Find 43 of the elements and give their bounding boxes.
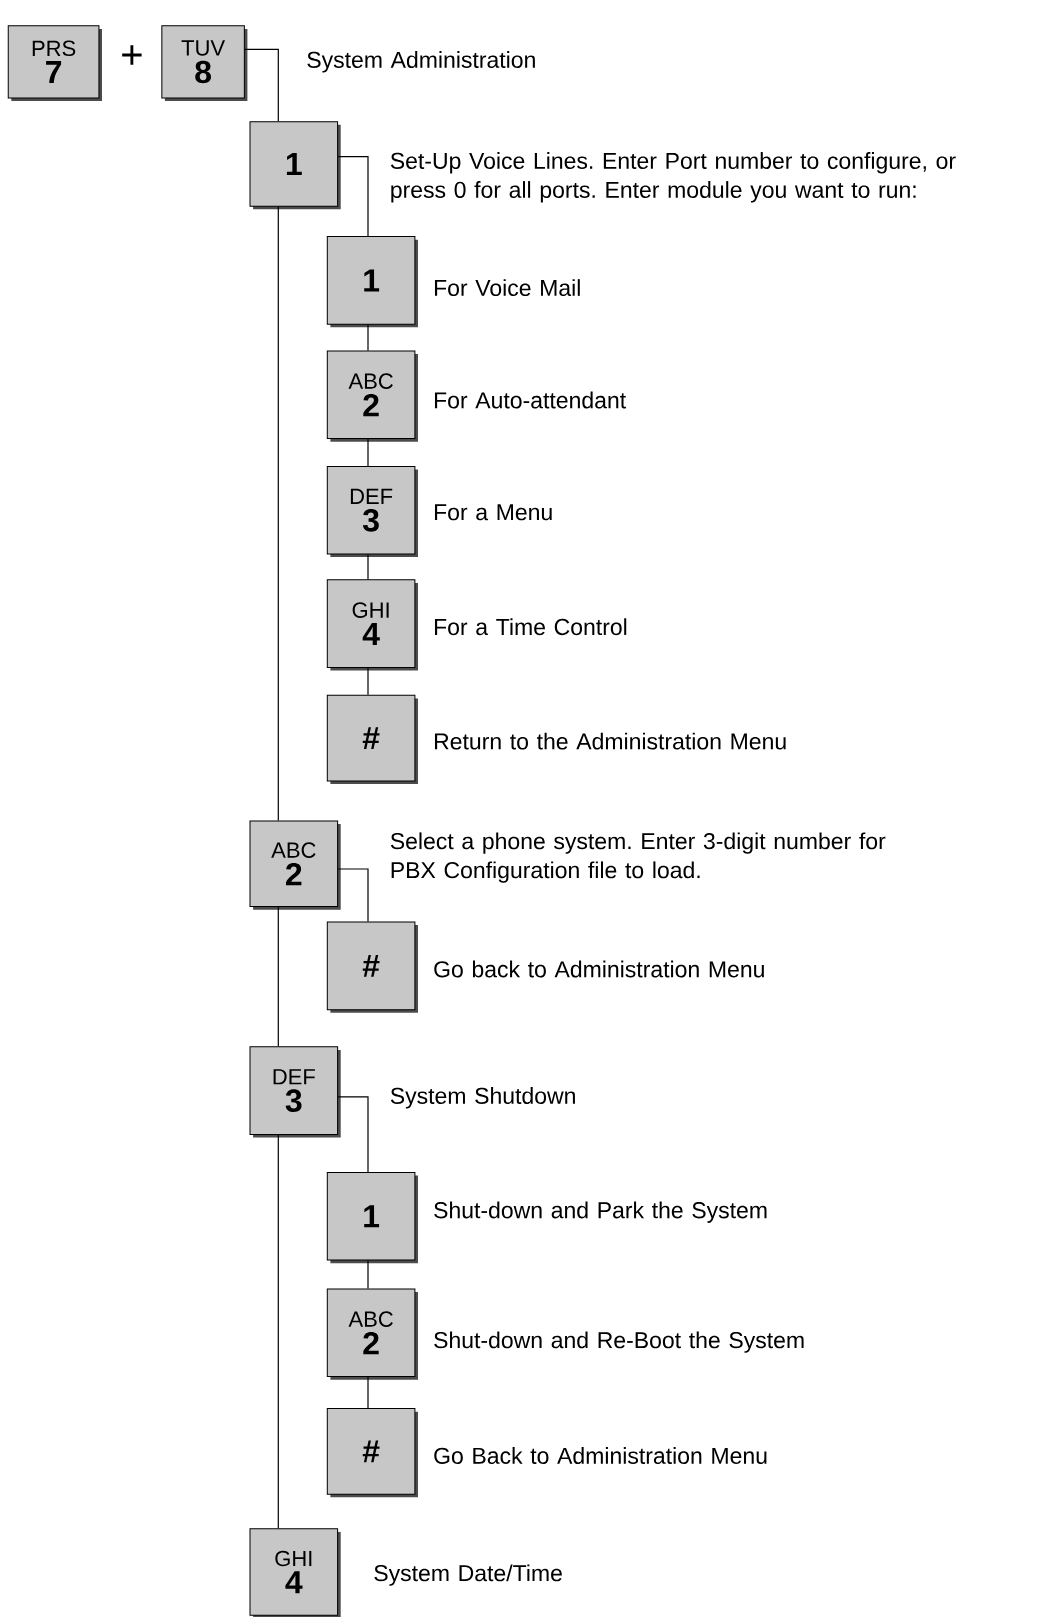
- menu-description: For Auto-attendant: [435, 391, 626, 409]
- menu-description: Shut-down and Park the System: [434, 1201, 767, 1223]
- menu-description: For a Time Control: [435, 618, 627, 636]
- connector-line: [337, 868, 369, 923]
- key-button: #: [326, 1408, 416, 1495]
- connector-line: [367, 438, 369, 467]
- key-button: 1: [249, 121, 339, 207]
- key-button: 1: [326, 1172, 416, 1261]
- connector-line: [367, 667, 369, 696]
- menu-description: System Date/Time: [374, 1564, 562, 1586]
- key-button: TUV 8: [161, 25, 245, 99]
- key-button: GHI 4: [326, 579, 416, 668]
- key-button: #: [326, 694, 416, 782]
- key-button: ABC 2: [249, 820, 339, 908]
- key-button: 1: [326, 236, 416, 325]
- menu-description: Shut-down and Re-Boot the System: [434, 1331, 804, 1353]
- key-button: ABC 2: [326, 1288, 416, 1378]
- key-button: GHI 4: [249, 1528, 339, 1616]
- key-button: ABC 2: [326, 350, 416, 440]
- connector-line: [367, 1376, 369, 1409]
- menu-description: Return to the Administration Menu: [435, 732, 786, 750]
- connector-line: [367, 553, 369, 580]
- connector-line: [277, 1134, 279, 1529]
- menu-description: System Shutdown: [390, 1087, 575, 1109]
- menu-description: Go back to Administration Menu: [434, 960, 764, 978]
- menu-description: Select a phone system. Enter 3-digit number for PBX Configuration file to load.: [390, 832, 886, 883]
- connector-line: [244, 48, 279, 122]
- connector-line: [277, 906, 279, 1047]
- menu-description: For a Menu: [435, 504, 552, 521]
- connector-line: [337, 156, 369, 237]
- menu-description: Set-Up Voice Lines. Enter Port number to configure, or press 0 for all ports. Enter module you want to run:: [390, 152, 956, 203]
- key-button: DEF 3: [249, 1046, 339, 1135]
- menu-description: Go Back to Administration Menu: [434, 1447, 767, 1464]
- plus-sign: +: [122, 45, 142, 65]
- key-button: DEF 3: [326, 465, 416, 555]
- connector-line: [277, 206, 279, 822]
- key-button: PRS 7: [7, 25, 100, 99]
- connector-line: [367, 1260, 369, 1290]
- key-button: #: [326, 921, 416, 1011]
- connector-line: [337, 1096, 369, 1173]
- connector-line: [367, 324, 369, 352]
- menu-description: System Administration: [307, 51, 535, 73]
- menu-description: For Voice Mail: [435, 279, 580, 297]
